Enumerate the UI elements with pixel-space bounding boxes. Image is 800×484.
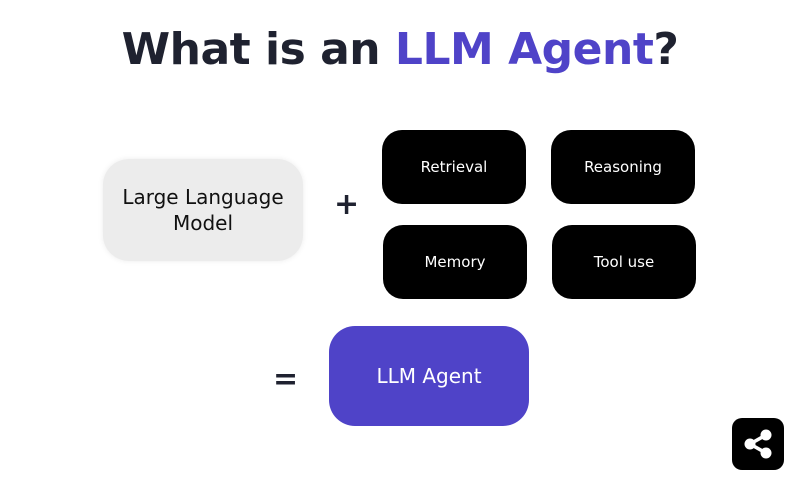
- capability-tool-use-label: Tool use: [593, 253, 655, 271]
- title-prefix: What is an: [121, 24, 395, 75]
- equals-operator: =: [273, 362, 299, 397]
- llm-agent-box: LLM Agent: [329, 326, 529, 426]
- title-suffix: ?: [653, 24, 679, 75]
- llm-agent-label: LLM Agent: [376, 364, 482, 388]
- share-button[interactable]: [732, 418, 784, 470]
- large-language-model-box: Large Language Model: [103, 159, 303, 261]
- capability-retrieval: Retrieval: [382, 130, 526, 204]
- capability-memory-label: Memory: [424, 253, 486, 271]
- title-highlight: LLM Agent: [394, 24, 654, 75]
- page-title: What is an LLM Agent?: [0, 22, 800, 78]
- capability-memory: Memory: [383, 225, 527, 299]
- capability-retrieval-label: Retrieval: [420, 158, 488, 176]
- capability-reasoning: Reasoning: [551, 130, 695, 204]
- plus-operator: +: [334, 187, 360, 222]
- llm-label-line1: Large Language: [122, 185, 284, 209]
- llm-label-line2: Model: [172, 211, 234, 235]
- capability-reasoning-label: Reasoning: [584, 158, 662, 176]
- capability-tool-use: Tool use: [552, 225, 696, 299]
- share-icon: [744, 429, 772, 459]
